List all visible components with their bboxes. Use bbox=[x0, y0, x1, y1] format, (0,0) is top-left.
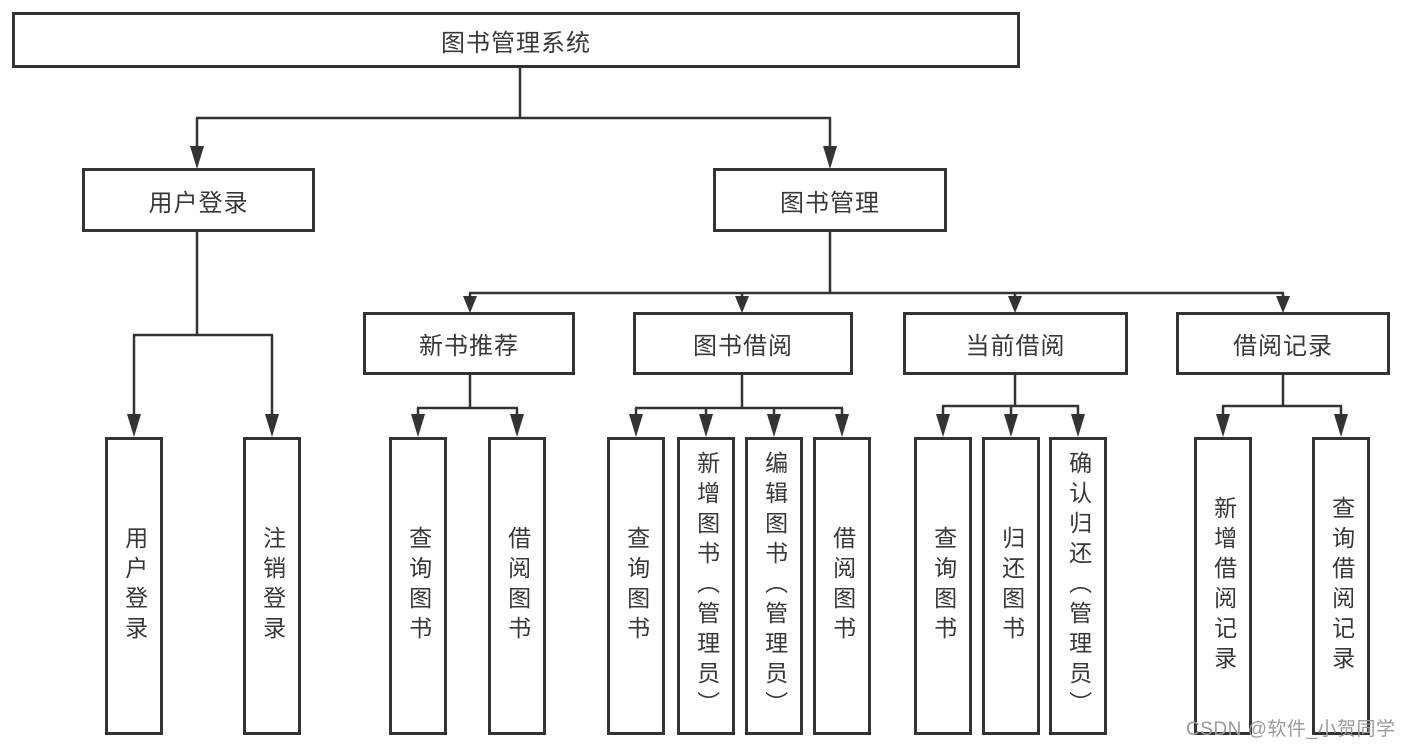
leaf-cb-confirm-return-admin: 确认归还（管理员） bbox=[1049, 437, 1107, 735]
node-book-borrowing: 图书借阅 bbox=[633, 312, 853, 375]
leaf-bb-query-book: 查询图书 bbox=[607, 437, 665, 735]
leaf-br-add-record: 新增借阅记录 bbox=[1194, 437, 1252, 735]
leaf-user-login: 用户登录 bbox=[105, 437, 163, 735]
node-book-management: 图书管理 bbox=[713, 168, 947, 232]
node-library-system: 图书管理系统 bbox=[12, 12, 1020, 68]
leaf-logout-login: 注销登录 bbox=[243, 437, 301, 735]
node-current-borrowing: 当前借阅 bbox=[903, 312, 1128, 375]
leaf-bb-add-book-admin: 新增图书（管理员） bbox=[677, 437, 735, 735]
csdn-watermark: CSDN @软件_小贺同学 bbox=[1186, 719, 1396, 740]
leaf-cb-return-book: 归还图书 bbox=[982, 437, 1040, 735]
leaf-cb-query-book: 查询图书 bbox=[914, 437, 972, 735]
leaf-nb-query-book: 查询图书 bbox=[389, 437, 447, 735]
node-user-login: 用户登录 bbox=[82, 168, 315, 232]
leaf-bb-edit-book-admin: 编辑图书（管理员） bbox=[745, 437, 803, 735]
node-borrow-records: 借阅记录 bbox=[1176, 312, 1390, 375]
leaf-br-query-record: 查询借阅记录 bbox=[1312, 437, 1370, 735]
leaf-bb-borrow-book: 借阅图书 bbox=[813, 437, 871, 735]
leaf-nb-borrow-book: 借阅图书 bbox=[488, 437, 546, 735]
node-new-book-recommendation: 新书推荐 bbox=[363, 312, 575, 375]
